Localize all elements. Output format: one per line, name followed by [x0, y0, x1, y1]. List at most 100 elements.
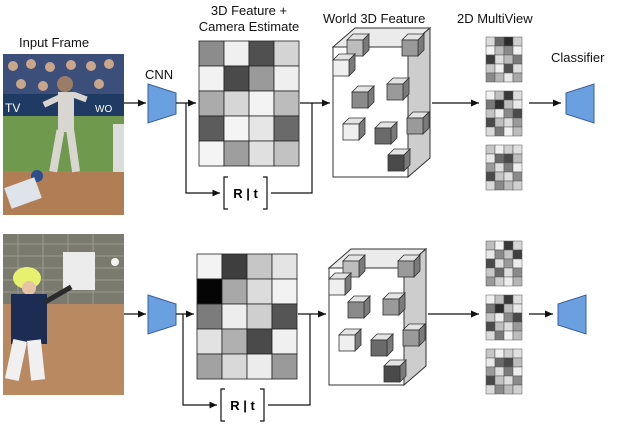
- multiview-cell: [485, 303, 496, 314]
- multiview-cell: [485, 162, 496, 173]
- multiview-cell: [485, 267, 496, 278]
- multiview-cell: [503, 171, 514, 182]
- world-voxel: [370, 333, 394, 357]
- multiview-cell: [512, 144, 523, 155]
- multiview-cell: [512, 258, 523, 269]
- multiview-cell: [503, 312, 514, 323]
- multiview-cell: [494, 144, 505, 155]
- multiview-cell: [485, 99, 496, 110]
- feature-cell: [271, 328, 298, 355]
- multiview-cell: [512, 321, 523, 332]
- multiview-cell: [503, 117, 514, 128]
- feature-cell: [221, 253, 248, 280]
- multiview-cell: [503, 249, 514, 260]
- multiview-cell: [485, 171, 496, 182]
- feature-cell: [273, 40, 300, 67]
- feature-cell: [248, 90, 275, 117]
- multiview-cell: [512, 375, 523, 386]
- multiview-cell: [503, 72, 514, 83]
- feature-cell: [271, 353, 298, 380]
- feature-cell: [221, 278, 248, 305]
- multiview-cell: [512, 276, 523, 287]
- multiview-cell: [485, 240, 496, 251]
- multiview-cell: [503, 366, 514, 377]
- multiview-cell: [503, 45, 514, 56]
- feature-cell: [271, 253, 298, 280]
- multiview-cell: [512, 249, 523, 260]
- rt-loop-right-top: [271, 103, 313, 194]
- multiview-cell: [494, 357, 505, 368]
- multiview-cell: [494, 267, 505, 278]
- feature-cell: [198, 90, 225, 117]
- multiview-cell: [494, 240, 505, 251]
- feature-cell: [271, 278, 298, 305]
- world-boxes-top: [332, 33, 430, 172]
- multiview-cell: [494, 366, 505, 377]
- multiview-cell: [494, 180, 505, 191]
- input-photo-top: TV WO: [3, 54, 124, 215]
- multiview-cell: [503, 54, 514, 65]
- feature-cell: [273, 65, 300, 92]
- rt-bracket-left-top: [223, 176, 228, 210]
- svg-text:TV: TV: [5, 101, 20, 115]
- feature-cell: [246, 303, 273, 330]
- feature-cell: [223, 140, 250, 167]
- feature-cell: [196, 353, 223, 380]
- rt-bracket-left-bottom: [220, 388, 225, 422]
- feature-cell: [248, 115, 275, 142]
- world-voxel: [387, 148, 411, 172]
- feature-cell: [198, 115, 225, 142]
- multiview-cell: [494, 45, 505, 56]
- multiview-cell: [485, 153, 496, 164]
- feature-cell: [246, 328, 273, 355]
- multiview-cell: [503, 162, 514, 173]
- input-photo-bottom: [3, 234, 124, 395]
- world-voxel: [342, 254, 366, 278]
- baseball-scene-top: TV WO: [3, 54, 124, 215]
- multiview-cell: [512, 153, 523, 164]
- multiview-cell: [503, 258, 514, 269]
- multiview-cell: [512, 348, 523, 359]
- multiview-cell: [503, 303, 514, 314]
- multiview-cell: [494, 330, 505, 341]
- multiview-cell: [512, 117, 523, 128]
- multiview-cell: [494, 36, 505, 47]
- multiview-cell: [503, 375, 514, 386]
- multiview-cell: [512, 63, 523, 74]
- multiview-cell: [494, 117, 505, 128]
- multiview-cell: [494, 72, 505, 83]
- multiview-cell: [494, 54, 505, 65]
- multiview-cell: [503, 240, 514, 251]
- multiview-cell: [512, 99, 523, 110]
- multiview-cell: [494, 90, 505, 101]
- multiview-cell: [503, 108, 514, 119]
- multiview-cell: [485, 180, 496, 191]
- multiview-cell: [503, 330, 514, 341]
- multiview-cell: [494, 63, 505, 74]
- multiview-cell: [494, 294, 505, 305]
- multiview-cell: [503, 36, 514, 47]
- multiview-cell: [503, 90, 514, 101]
- multiview-cell: [494, 126, 505, 137]
- multiview-cell: [485, 375, 496, 386]
- rt-label-bottom: R | t: [230, 398, 255, 413]
- rt-bracket-right-top: [263, 176, 268, 210]
- multiview-stack-top: [485, 36, 523, 191]
- world-voxel: [406, 111, 430, 135]
- multiview-cell: [512, 162, 523, 173]
- feature-title-line2: Camera Estimate: [198, 19, 300, 34]
- multiview-cell: [512, 45, 523, 56]
- feature-cell: [273, 90, 300, 117]
- multiview-cell: [512, 72, 523, 83]
- multiview-label: 2D MultiView: [457, 11, 533, 26]
- multiview-cell: [512, 294, 523, 305]
- multiview-cell: [503, 126, 514, 137]
- multiview-cell: [485, 276, 496, 287]
- feature-cell: [198, 65, 225, 92]
- multiview-cell: [494, 162, 505, 173]
- multiview-cell: [503, 384, 514, 395]
- multiview-cell: [485, 108, 496, 119]
- feature-cell: [273, 115, 300, 142]
- multiview-cell: [494, 303, 505, 314]
- feature-cell: [248, 65, 275, 92]
